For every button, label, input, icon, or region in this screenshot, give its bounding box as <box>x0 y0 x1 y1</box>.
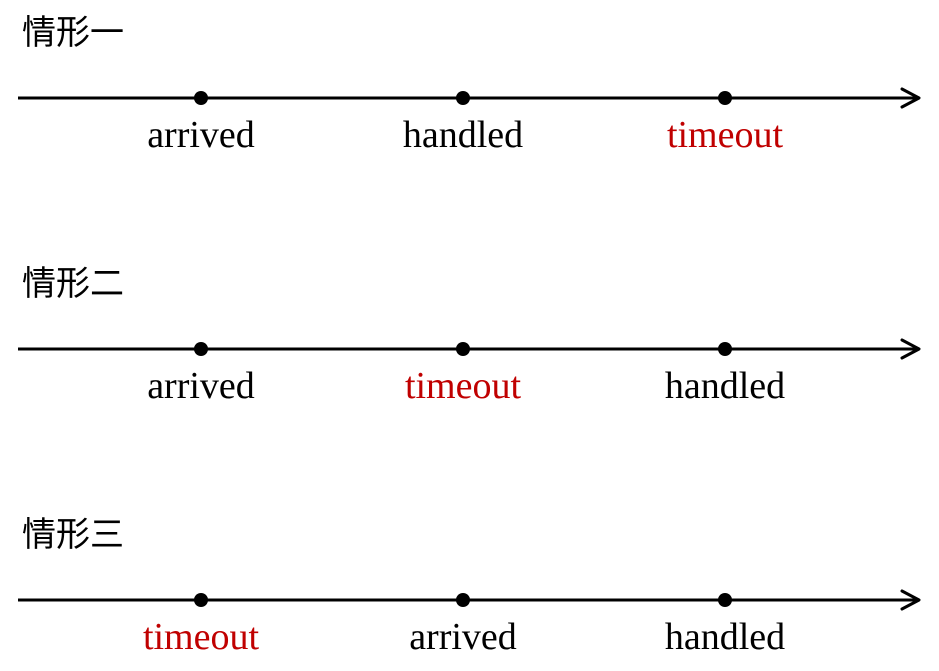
arrow-head-icon <box>900 589 921 611</box>
event-label-arrived: arrived <box>409 616 517 658</box>
event-label-handled: handled <box>665 365 785 407</box>
case-2: 情形二 arrived timeout handled <box>18 264 921 407</box>
arrow-head-icon <box>900 87 921 109</box>
event-dot <box>718 342 732 356</box>
event-dot <box>456 91 470 105</box>
case-3: 情形三 timeout arrived handled <box>18 515 921 658</box>
event-dot <box>194 91 208 105</box>
event-label-handled: handled <box>403 114 523 156</box>
event-label-timeout: timeout <box>405 365 522 407</box>
event-dot <box>456 342 470 356</box>
case-title: 情形二 <box>22 264 124 304</box>
event-dot <box>718 593 732 607</box>
event-label-timeout: timeout <box>143 616 260 658</box>
event-dot <box>194 593 208 607</box>
event-dot <box>456 593 470 607</box>
event-label-timeout: timeout <box>667 114 784 156</box>
event-label-arrived: arrived <box>147 114 255 156</box>
event-dot <box>718 91 732 105</box>
event-dot <box>194 342 208 356</box>
case-1: 情形一 arrived handled timeout <box>18 13 921 156</box>
case-title: 情形一 <box>22 13 124 53</box>
event-label-handled: handled <box>665 616 785 658</box>
arrow-head-icon <box>900 338 921 360</box>
case-title: 情形三 <box>22 515 124 555</box>
event-label-arrived: arrived <box>147 365 255 407</box>
